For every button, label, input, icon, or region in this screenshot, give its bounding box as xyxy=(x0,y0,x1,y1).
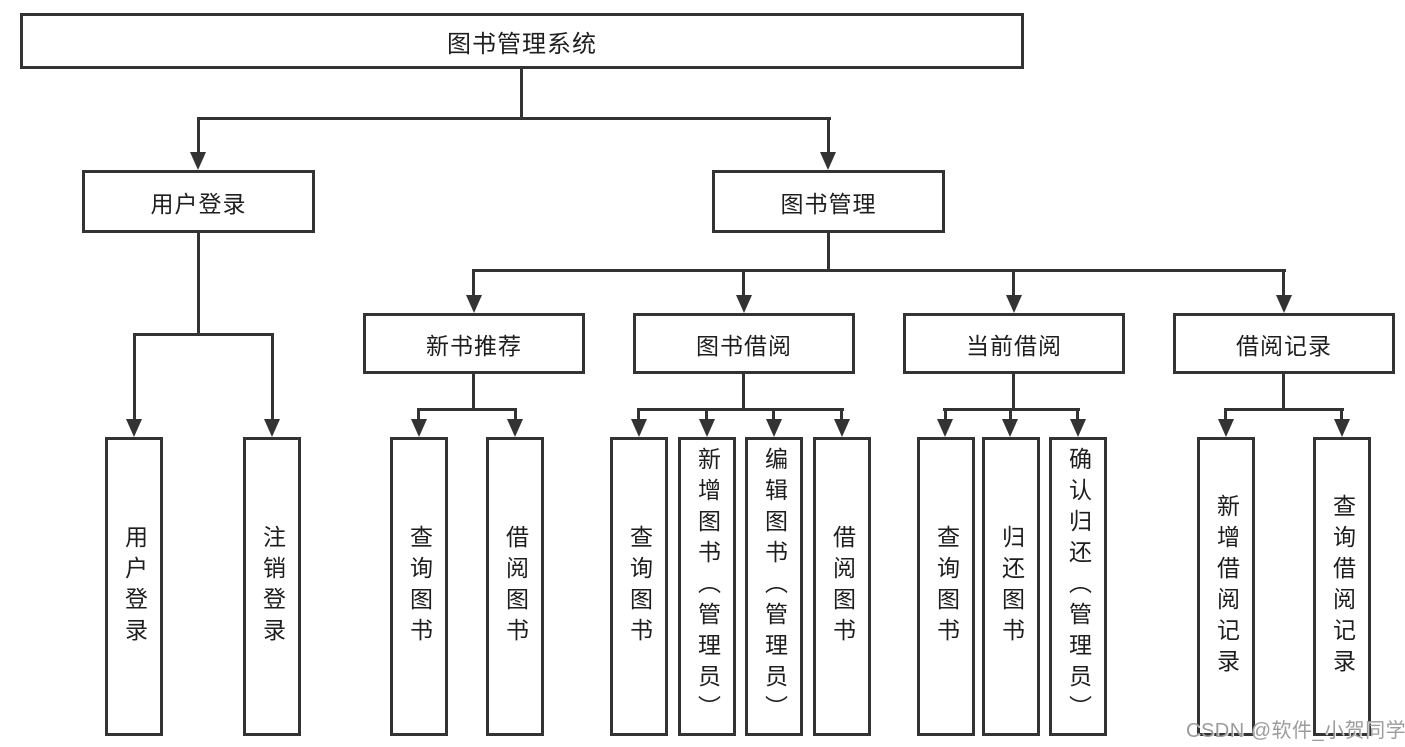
drop-line-leaf xyxy=(772,408,775,422)
node-label: 借阅记录 xyxy=(1236,332,1332,359)
leaf-user-login: 用户登录 xyxy=(105,437,163,736)
borrow-records-branch-bar xyxy=(1224,408,1344,411)
drop-line-book-management xyxy=(827,117,830,155)
arrowhead-down-icon xyxy=(507,419,523,437)
arrowhead-down-icon xyxy=(466,295,482,313)
csdn-watermark: CSDN @软件_小贺同学 xyxy=(1186,720,1405,742)
leaf-query-borrow-record: 查询借阅记录 xyxy=(1313,437,1371,736)
drop-line-leaf-user-login xyxy=(133,333,136,421)
drop-line-current-borrow xyxy=(1012,269,1015,295)
leaf-query-books-1: 查询图书 xyxy=(390,437,448,736)
arrowhead-down-icon xyxy=(411,419,427,437)
book-management-stem-line xyxy=(827,233,830,271)
arrowhead-down-icon xyxy=(699,419,715,437)
root-stem-line xyxy=(520,69,523,118)
leaf-add-books-admin: 新增图书（管理员） xyxy=(678,437,736,736)
drop-line-leaf xyxy=(514,408,517,422)
arrowhead-down-icon xyxy=(736,295,752,313)
borrow-records-stem-line xyxy=(1282,374,1285,411)
leaf-label: 用户登录 xyxy=(121,524,148,649)
arrowhead-down-icon xyxy=(1002,419,1018,437)
arrowhead-down-icon xyxy=(820,152,836,170)
drop-line-leaf xyxy=(944,408,947,422)
arrowhead-down-icon xyxy=(126,419,142,437)
drop-line-leaf-logout xyxy=(271,333,274,421)
arrowhead-down-icon xyxy=(1070,419,1086,437)
leaf-edit-books-admin: 编辑图书（管理员） xyxy=(745,437,803,736)
leaf-confirm-return-admin: 确认归还（管理员） xyxy=(1049,437,1107,736)
book-management-branch-bar xyxy=(472,269,1286,272)
leaf-label: 编辑图书（管理员） xyxy=(761,447,788,726)
arrowhead-down-icon xyxy=(190,152,206,170)
node-current-borrow: 当前借阅 xyxy=(903,313,1125,374)
drop-line-book-borrow xyxy=(742,269,745,295)
drop-line-leaf xyxy=(1076,408,1079,422)
arrowhead-down-icon xyxy=(1276,295,1292,313)
arrowhead-down-icon xyxy=(1006,295,1022,313)
leaf-label: 查询图书 xyxy=(933,524,960,649)
leaf-return-books: 归还图书 xyxy=(982,437,1040,736)
leaf-label: 归还图书 xyxy=(998,524,1025,649)
new-book-recommend-stem-line xyxy=(472,374,475,411)
leaf-label: 新增图书（管理员） xyxy=(694,447,721,726)
node-label: 当前借阅 xyxy=(966,332,1062,359)
leaf-query-books-2: 查询图书 xyxy=(610,437,668,736)
leaf-label: 新增借阅记录 xyxy=(1213,493,1240,680)
arrowhead-down-icon xyxy=(766,419,782,437)
drop-line-leaf xyxy=(637,408,640,422)
arrowhead-down-icon xyxy=(264,419,280,437)
leaf-label: 借阅图书 xyxy=(502,524,529,649)
book-borrow-stem-line xyxy=(742,374,745,411)
arrowhead-down-icon xyxy=(834,419,850,437)
node-label: 图书管理系统 xyxy=(447,30,597,58)
arrowhead-down-icon xyxy=(1218,419,1234,437)
node-book-borrow: 图书借阅 xyxy=(633,313,855,374)
new-book-recommend-branch-bar xyxy=(417,408,517,411)
node-book-management: 图书管理 xyxy=(712,170,945,233)
drop-line-leaf xyxy=(705,408,708,422)
node-label: 新书推荐 xyxy=(426,332,522,359)
leaf-borrow-books-1: 借阅图书 xyxy=(486,437,544,736)
node-new-book-recommend: 新书推荐 xyxy=(363,313,585,374)
node-label: 用户登录 xyxy=(150,190,247,217)
drop-line-user-login xyxy=(197,117,200,155)
root-branch-bar xyxy=(197,117,831,120)
book-borrow-branch-bar xyxy=(637,408,844,411)
drop-line-new-book-recommend xyxy=(472,269,475,295)
leaf-logout-login: 注销登录 xyxy=(243,437,301,736)
leaf-label: 借阅图书 xyxy=(829,524,856,649)
leaf-label: 查询借阅记录 xyxy=(1329,493,1356,680)
leaf-label: 查询图书 xyxy=(626,524,653,649)
drop-line-leaf xyxy=(417,408,420,422)
drop-line-borrow-records xyxy=(1282,269,1285,295)
leaf-label: 查询图书 xyxy=(406,524,433,649)
node-user-login: 用户登录 xyxy=(82,170,315,233)
drop-line-leaf xyxy=(1340,408,1343,422)
drop-line-leaf xyxy=(1224,408,1227,422)
node-borrow-records: 借阅记录 xyxy=(1173,313,1395,374)
leaf-query-books-3: 查询图书 xyxy=(917,437,975,736)
leaf-add-borrow-record: 新增借阅记录 xyxy=(1197,437,1255,736)
arrowhead-down-icon xyxy=(631,419,647,437)
arrowhead-down-icon xyxy=(937,419,953,437)
node-library-management-system: 图书管理系统 xyxy=(20,13,1024,69)
node-label: 图书管理 xyxy=(780,190,877,217)
user-login-branch-bar xyxy=(133,333,274,336)
current-borrow-stem-line xyxy=(1012,374,1015,411)
user-login-stem-line xyxy=(197,233,200,335)
leaf-borrow-books-2: 借阅图书 xyxy=(813,437,871,736)
leaf-label: 确认归还（管理员） xyxy=(1065,447,1092,726)
drop-line-leaf xyxy=(1009,408,1012,422)
arrowhead-down-icon xyxy=(1334,419,1350,437)
drop-line-leaf xyxy=(840,408,843,422)
node-label: 图书借阅 xyxy=(696,332,792,359)
leaf-label: 注销登录 xyxy=(259,524,286,649)
